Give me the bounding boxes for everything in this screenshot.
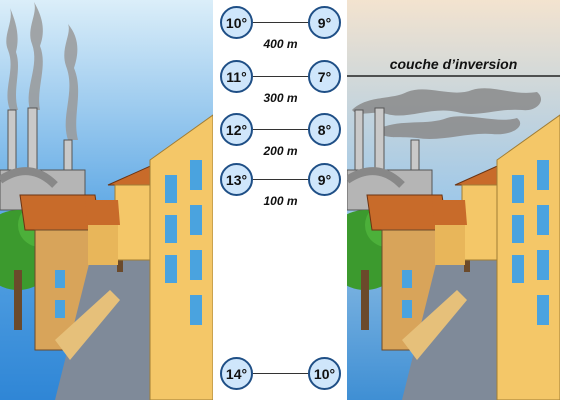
- temperature-normal: 13°: [220, 163, 253, 196]
- altitude-label: 200 m: [263, 144, 298, 158]
- building-right: [149, 114, 213, 400]
- temperature-inversion: 7°: [308, 60, 341, 93]
- connector-line: [253, 179, 308, 180]
- temperature-row-ground: 14° 10°: [220, 357, 345, 390]
- connector-line: [253, 373, 308, 374]
- building-right: [496, 114, 560, 400]
- factory: [347, 107, 433, 211]
- connector-line: [253, 76, 308, 77]
- temperature-normal: 10°: [220, 6, 253, 39]
- temperature-row-300m: 11° 7° 300 m: [220, 60, 345, 105]
- trapped-smoke: [352, 88, 542, 139]
- altitude-label: 400 m: [263, 37, 298, 51]
- temperature-normal: 12°: [220, 113, 253, 146]
- temperature-inversion: 8°: [308, 113, 341, 146]
- temperature-inversion: 9°: [308, 6, 341, 39]
- temperature-normal: 14°: [220, 357, 253, 390]
- temperature-normal: 11°: [220, 60, 253, 93]
- inversion-layer-label: couche d’inversion: [389, 56, 518, 72]
- temperature-row-200m: 12° 8° 200 m: [220, 113, 345, 158]
- connector-line: [253, 129, 308, 130]
- connector-line: [253, 22, 308, 23]
- rising-smoke: [6, 2, 79, 140]
- temperature-inversion: 9°: [308, 163, 341, 196]
- altitude-label: 300 m: [263, 91, 298, 105]
- inversion-city-scene: couche d’inversion: [347, 0, 560, 400]
- altitude-label: 100 m: [263, 194, 298, 208]
- temperature-row-400m: 10° 9° 400 m: [220, 6, 345, 51]
- temperature-row-100m: 13° 9° 100 m: [220, 163, 345, 208]
- temperature-inversion: 10°: [308, 357, 341, 390]
- normal-city-scene: [0, 0, 213, 400]
